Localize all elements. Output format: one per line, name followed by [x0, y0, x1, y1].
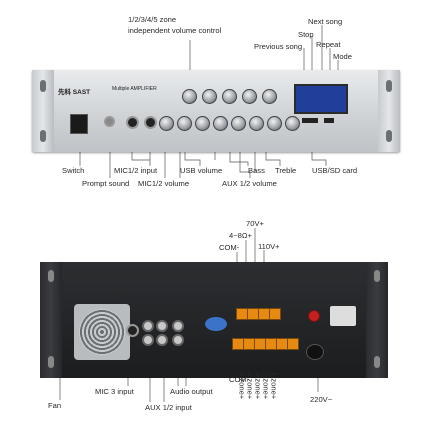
aux1-input-jack[interactable] — [142, 320, 154, 332]
terminal-110v[interactable] — [269, 308, 281, 320]
prompt-sound-label: Prompt sound — [82, 179, 130, 188]
zone3-volume-knob[interactable] — [222, 89, 237, 104]
usb-volume-knob-2[interactable] — [213, 116, 228, 131]
lcd-display — [294, 84, 348, 114]
model-text: Multiple AMPLIFIER — [112, 86, 157, 92]
usb-volume-knob[interactable] — [159, 116, 174, 131]
mic-input-label: MIC1/2 input — [114, 166, 158, 175]
rack-slot — [386, 80, 392, 92]
rack-slot — [374, 270, 380, 282]
220v-label: 220V~ — [310, 395, 333, 404]
zone2-label: 2 zone+ — [261, 372, 271, 400]
next-song-label: Next song — [308, 17, 343, 26]
power-switch[interactable] — [70, 114, 88, 134]
usb-volume-label: USB volume — [180, 166, 223, 175]
brand-badge — [205, 317, 227, 331]
bass-label: Bass — [248, 166, 265, 175]
fan-label: Fan — [48, 401, 62, 410]
zone5-volume-knob[interactable] — [262, 89, 277, 104]
rack-ear-right — [378, 70, 400, 152]
mic1-input-jack[interactable] — [126, 116, 139, 129]
zone4-label: 4 zone+ — [245, 372, 255, 400]
fan-grill-icon — [79, 309, 125, 355]
brand-logo: 先科 SAST — [58, 89, 91, 96]
prompt-sound-button[interactable] — [104, 116, 115, 127]
4-8-ohm-label: 4~8Ω+ — [229, 231, 252, 240]
mic-volume-label: MIC1/2 volume — [138, 179, 190, 188]
aux2-volume-knob[interactable] — [267, 116, 282, 131]
audio-output-jack[interactable] — [172, 320, 184, 332]
usb-port[interactable] — [324, 118, 334, 123]
rack-slot — [374, 356, 380, 368]
audio-output-jack-r[interactable] — [172, 334, 184, 346]
aux-input-label: AUX 1/2 input — [145, 403, 192, 412]
aux2-input-jack-r[interactable] — [156, 334, 168, 346]
zone2-volume-knob[interactable] — [202, 89, 217, 104]
rack-slot — [48, 356, 54, 368]
com-bottom-label: COM- — [229, 375, 250, 384]
aux1-input-jack-r[interactable] — [156, 320, 168, 332]
110v-label: 110V+ — [258, 242, 280, 251]
rack-slot — [386, 130, 392, 142]
zone5-label: 5 zone+ — [237, 372, 247, 400]
fuse-holder[interactable] — [330, 306, 356, 326]
rack-slot — [48, 270, 54, 282]
zone-volume-label: 1/2/3/4/5 zone — [128, 15, 177, 24]
mic3-input-jack[interactable] — [126, 324, 139, 337]
cooling-fan — [74, 304, 130, 360]
mic3-input-label: MIC 3 input — [95, 387, 134, 396]
usb-sd-label: USB/SD card — [312, 166, 358, 175]
aux1-volume-knob[interactable] — [231, 116, 246, 131]
stop-label: Stop — [298, 30, 314, 39]
treble-knob[interactable] — [285, 116, 300, 131]
rack-ear-left — [32, 70, 54, 152]
mode-label: Mode — [333, 52, 352, 61]
rack-slot — [40, 80, 46, 92]
mic1-volume-knob[interactable] — [177, 116, 192, 131]
front-panel: 先科 SAST Multiple AMPLIFIER — [32, 70, 400, 152]
switch-label: Switch — [62, 166, 85, 175]
sd-card-slot[interactable] — [302, 118, 318, 123]
audio-output-label: Audio output — [170, 387, 213, 396]
zone1-label: 1 zone+ — [269, 372, 279, 400]
zone4-volume-knob[interactable] — [242, 89, 257, 104]
rear-panel — [40, 262, 388, 378]
power-cord-inlet[interactable] — [306, 344, 324, 360]
previous-song-label: Previous song — [254, 42, 303, 51]
mic2-volume-knob[interactable] — [195, 116, 210, 131]
repeat-label: Repeat — [316, 40, 341, 49]
rack-ear-right — [366, 262, 388, 378]
mic2-input-jack[interactable] — [144, 116, 157, 129]
70v-label: 70V+ — [246, 219, 264, 228]
zone1-volume-knob[interactable] — [182, 89, 197, 104]
treble-label: Treble — [275, 166, 297, 175]
rack-ear-left — [40, 262, 62, 378]
ground-post[interactable] — [308, 310, 320, 322]
zone3-label: 3 zone+ — [253, 372, 263, 400]
zone-volume-label-2: independent volume control — [128, 26, 222, 35]
bass-knob[interactable] — [249, 116, 264, 131]
aux-volume-label: AUX 1/2 volume — [222, 179, 277, 188]
aux2-input-jack[interactable] — [142, 334, 154, 346]
rack-slot — [40, 130, 46, 142]
com-top-label: COM- — [219, 243, 240, 252]
terminal-zone1[interactable] — [287, 338, 299, 350]
